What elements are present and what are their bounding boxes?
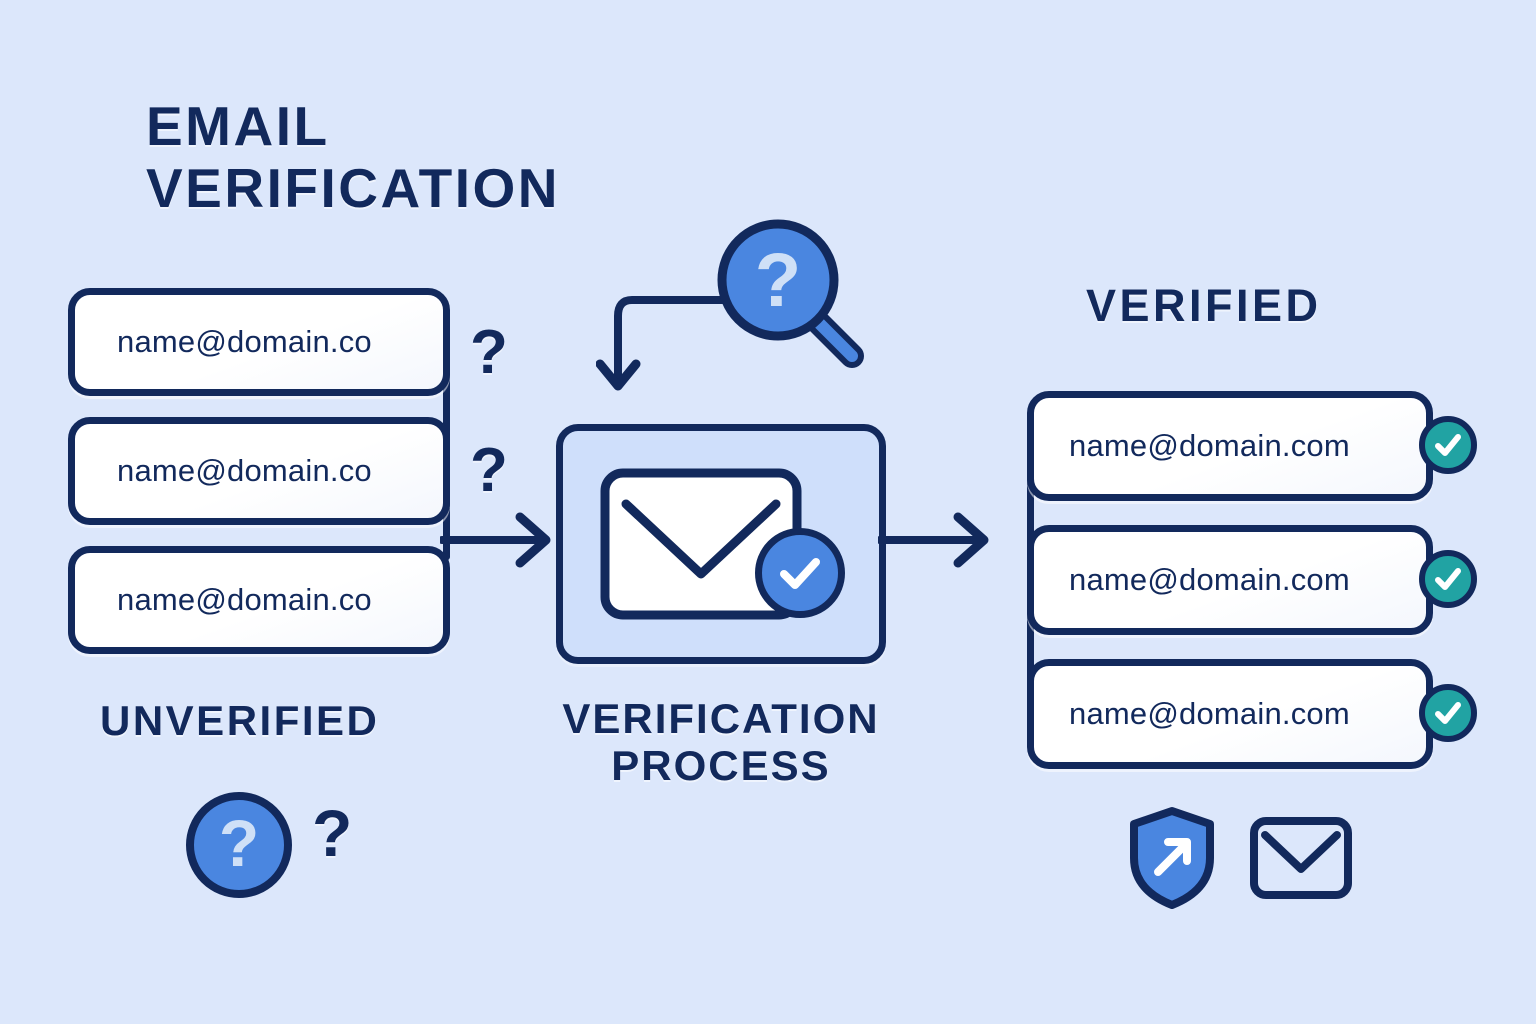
email-address-text: name@domain.com (1069, 562, 1350, 597)
unverified-label: UNVERIFIED (100, 697, 380, 744)
unverified-email-card[interactable]: name@domain.co (68, 288, 450, 396)
magnifier-question-icon: ? (717, 219, 864, 368)
email-address-text: name@domain.com (1069, 696, 1350, 731)
arrow-magnifier-to-process (596, 296, 750, 391)
verified-email-card[interactable]: name@domain.com (1027, 659, 1433, 769)
arrow-process-to-verified (878, 512, 989, 568)
email-address-text: name@domain.com (1069, 428, 1350, 463)
verified-check-badge (1419, 684, 1477, 742)
email-address-text: name@domain.co (117, 324, 372, 359)
verified-check-badge (1419, 550, 1477, 608)
verified-check-badge (1419, 416, 1477, 474)
page-title: EMAIL VERIFICATION (146, 95, 560, 219)
verification-process-label: VERIFICATION PROCESS (562, 695, 880, 790)
question-glyph: ? (218, 806, 260, 880)
envelope-icon (1250, 817, 1352, 899)
unverified-email-card[interactable]: name@domain.co (68, 546, 450, 654)
question-mark-icon: ? (470, 318, 508, 387)
shield-arrow-icon (1130, 807, 1214, 909)
email-address-text: name@domain.co (117, 582, 372, 617)
check-glyph (1435, 702, 1461, 724)
check-glyph (1435, 434, 1461, 456)
arrow-unverified-to-process (440, 512, 551, 568)
check-glyph (1435, 568, 1461, 590)
verified-label: VERIFIED (1086, 280, 1322, 331)
verified-email-card[interactable]: name@domain.com (1027, 525, 1433, 635)
question-mark-icon: ? (470, 436, 508, 505)
question-mark-icon: ? (312, 796, 353, 870)
check-glyph (780, 558, 820, 589)
svg-text:?: ? (755, 238, 801, 323)
verified-email-card[interactable]: name@domain.com (1027, 391, 1433, 501)
email-address-text: name@domain.co (117, 453, 372, 488)
unverified-email-card[interactable]: name@domain.co (68, 417, 450, 525)
check-circle-icon (755, 528, 845, 618)
unverified-question-icon: ? (186, 792, 292, 898)
